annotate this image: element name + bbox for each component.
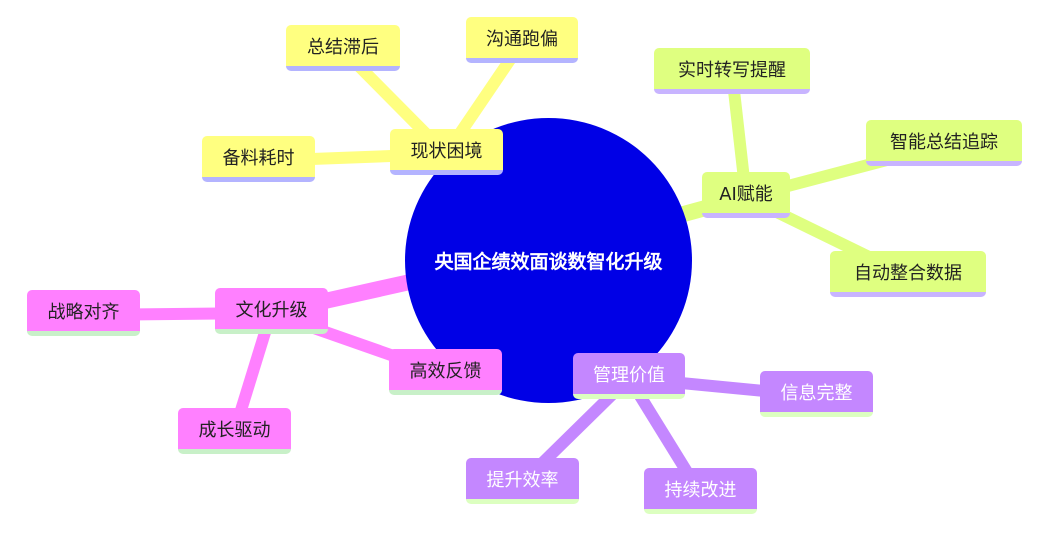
child-node[interactable]: 总结滞后 (286, 25, 400, 71)
child-node[interactable]: 信息完整 (760, 371, 873, 417)
child-node[interactable]: 智能总结追踪 (866, 120, 1022, 166)
child-node[interactable]: 战略对齐 (27, 290, 140, 336)
branch-node-current-dilemma[interactable]: 现状困境 (390, 129, 503, 175)
child-node[interactable]: 备料耗时 (202, 136, 315, 182)
branch-node-culture-upgrade[interactable]: 文化升级 (215, 288, 328, 334)
root-label: 央国企绩效面谈数智化升级 (434, 251, 663, 273)
child-node[interactable]: 沟通跑偏 (466, 17, 578, 63)
branch-node-management-value[interactable]: 管理价值 (573, 353, 685, 399)
child-node[interactable]: 持续改进 (644, 468, 757, 514)
child-node[interactable]: 实时转写提醒 (654, 48, 810, 94)
child-node[interactable]: 自动整合数据 (830, 251, 986, 297)
child-node[interactable]: 高效反馈 (389, 349, 502, 395)
branch-node-ai-empower[interactable]: AI赋能 (702, 172, 790, 218)
child-node[interactable]: 提升效率 (466, 458, 579, 504)
child-node[interactable]: 成长驱动 (178, 408, 291, 454)
